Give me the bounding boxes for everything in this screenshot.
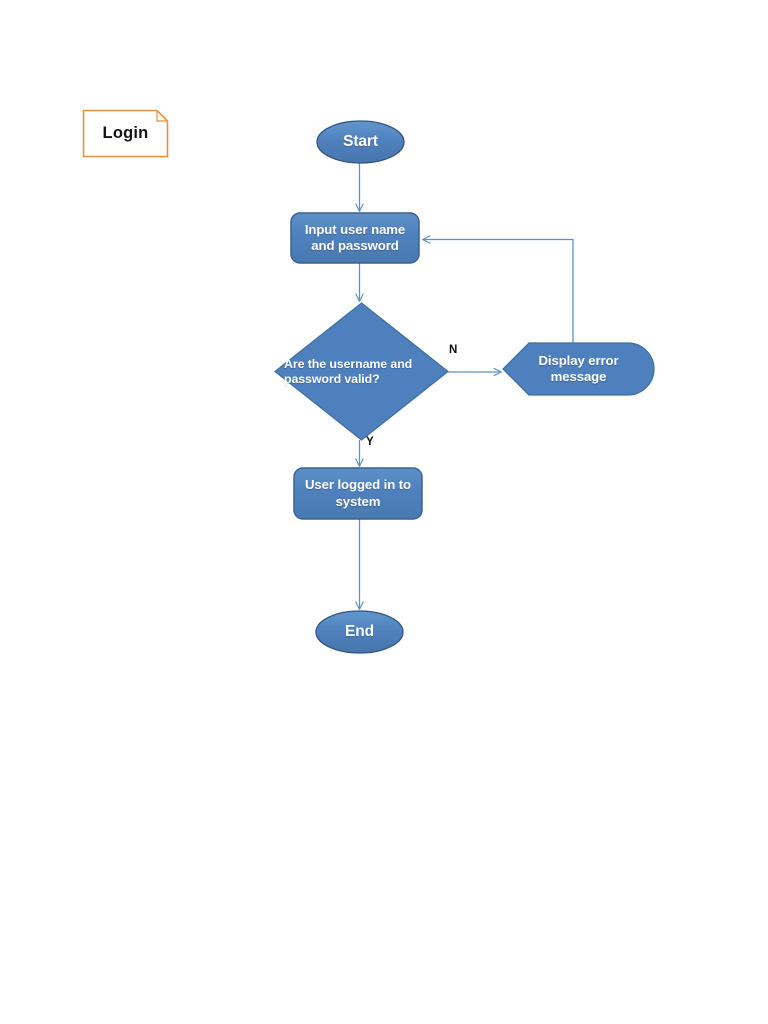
node-input[interactable] xyxy=(290,212,420,264)
node-start[interactable] xyxy=(316,120,405,164)
edge-label-yes: Y xyxy=(366,436,374,448)
node-display-error[interactable] xyxy=(502,342,655,396)
node-success[interactable] xyxy=(293,467,423,520)
edge-error-to-input-loop xyxy=(422,235,574,343)
login-tag[interactable]: Login xyxy=(83,110,168,157)
login-tag-outline xyxy=(82,109,169,158)
node-end[interactable] xyxy=(315,610,404,654)
edge-label-no: N xyxy=(449,344,458,356)
node-decision[interactable] xyxy=(274,302,449,441)
login-tag-label: Login xyxy=(102,124,149,142)
login-tag-fold-icon xyxy=(156,110,168,122)
